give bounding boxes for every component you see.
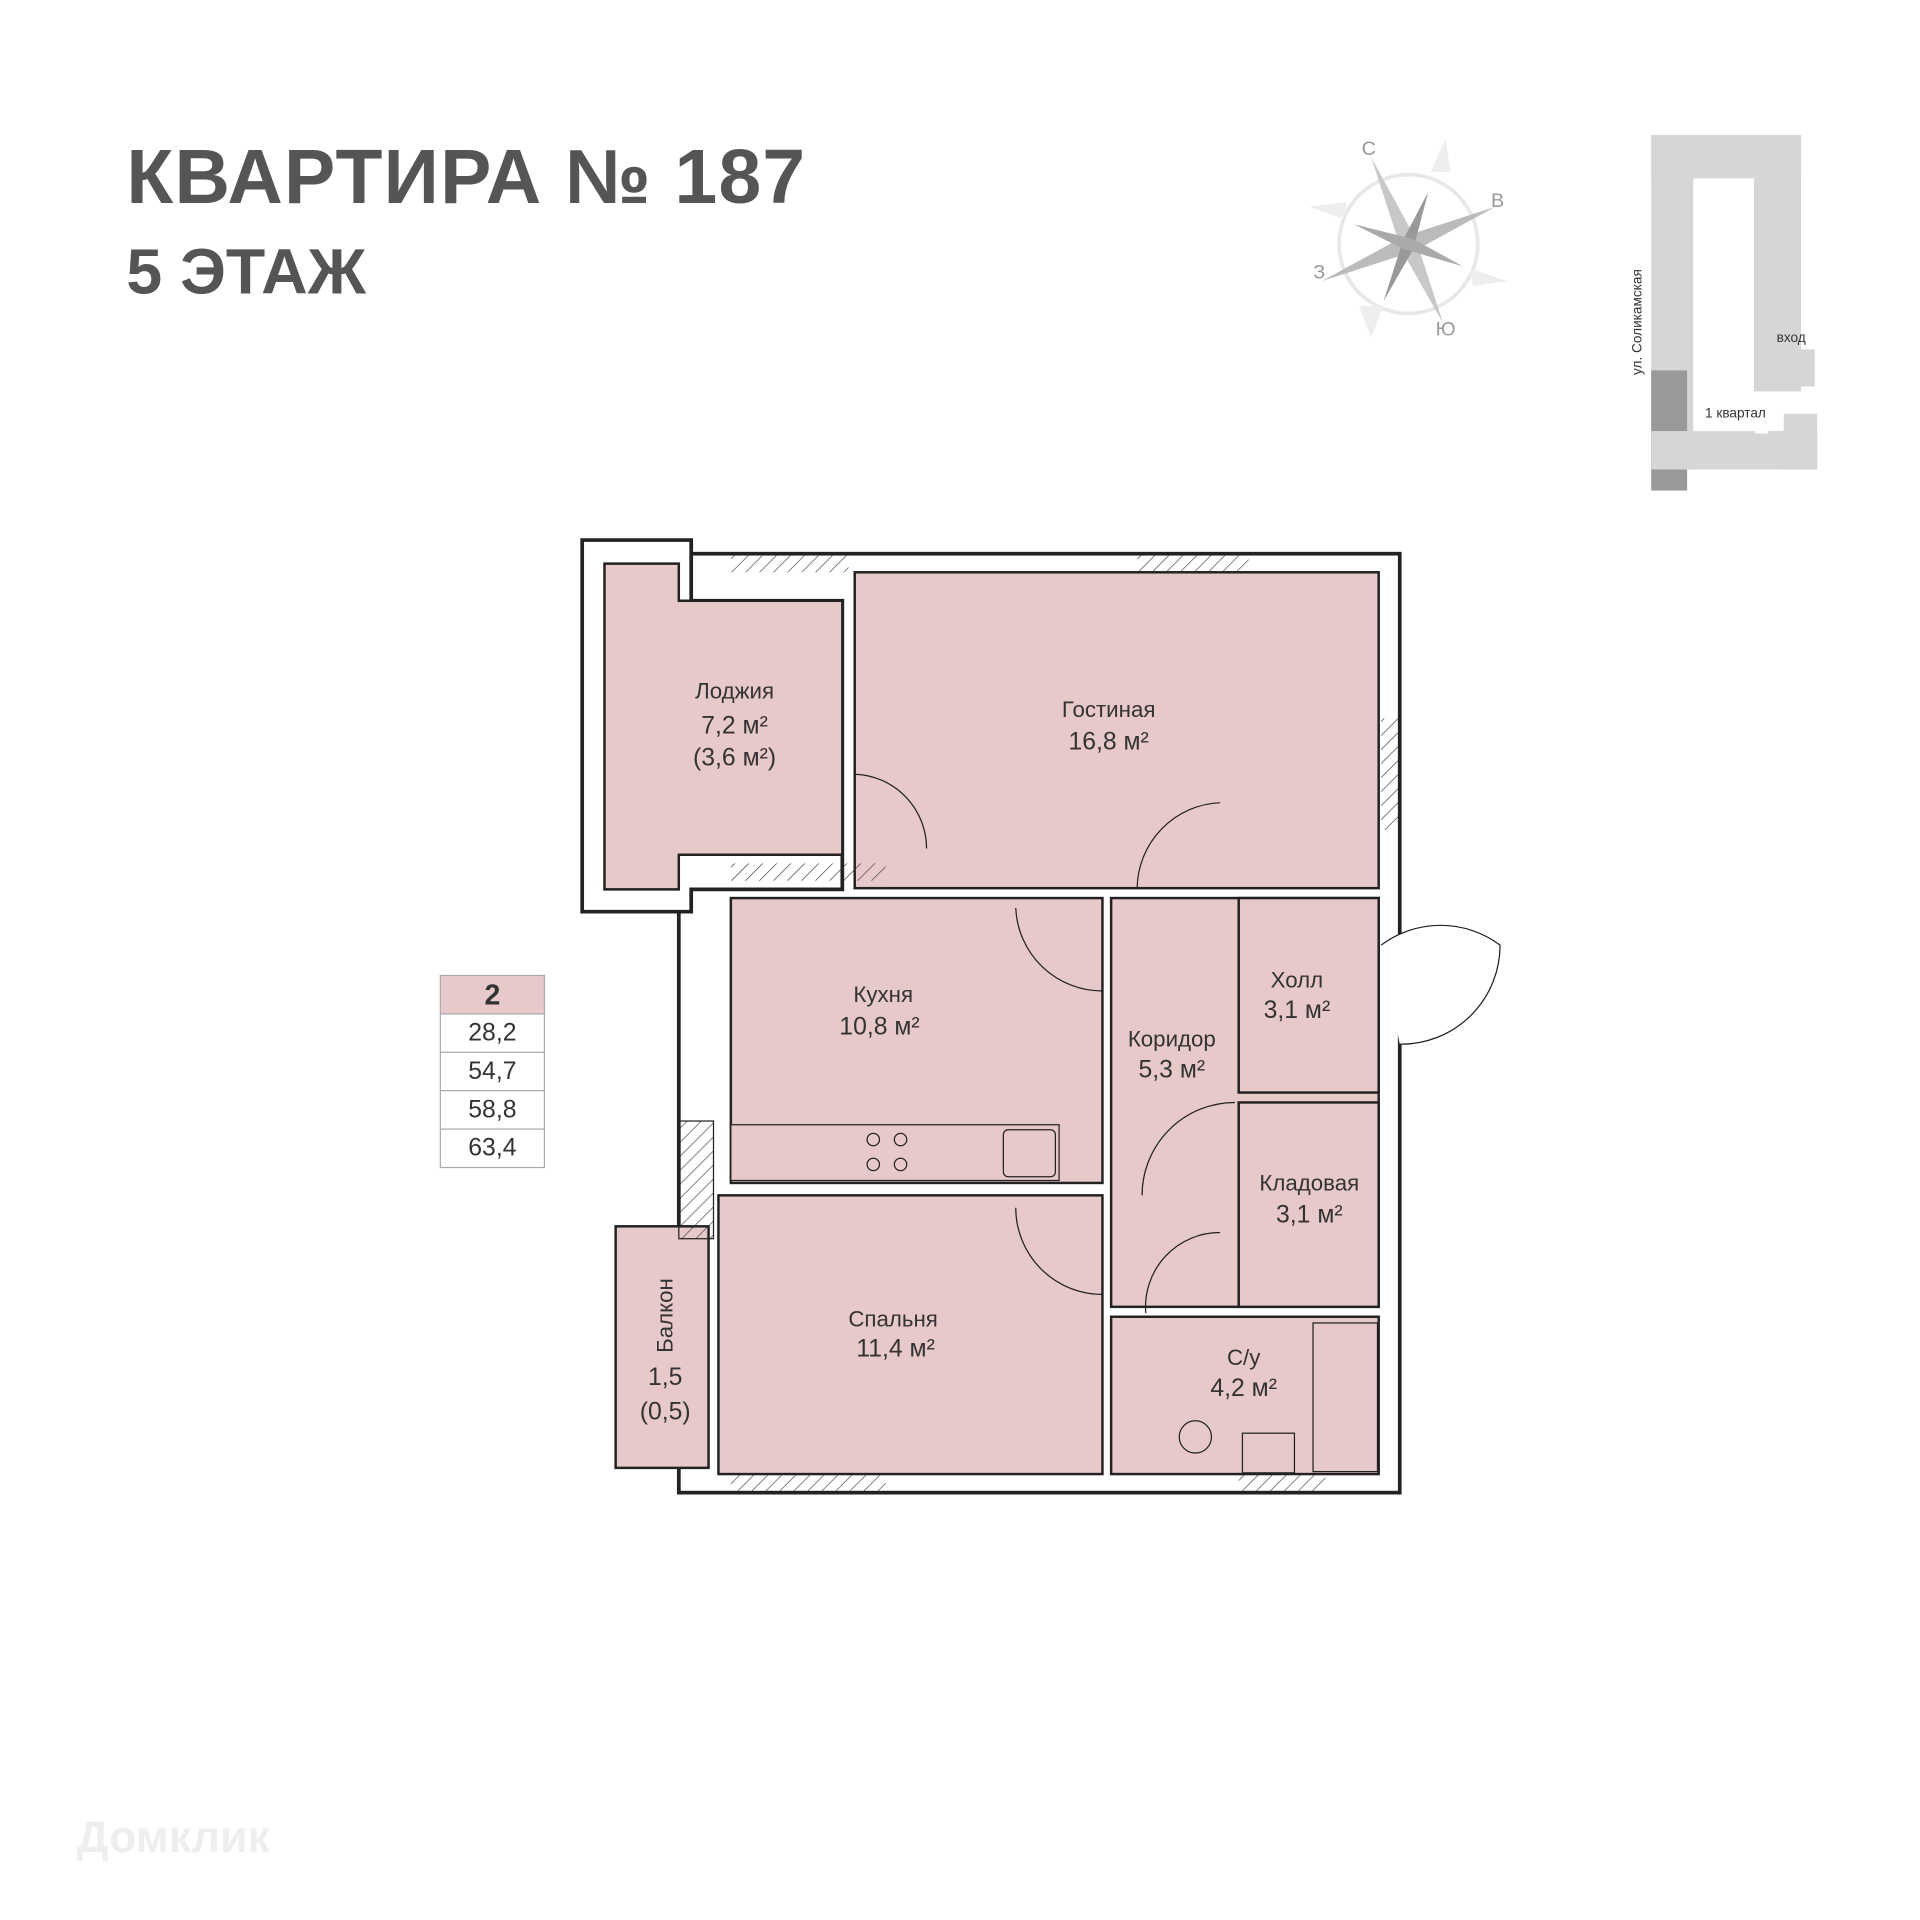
compass-south: Ю — [1436, 319, 1456, 341]
room-hall — [1237, 896, 1380, 1094]
room-bedroom — [717, 1194, 1104, 1476]
compass-east: В — [1491, 190, 1504, 212]
room-area: 10,8 м² — [839, 1013, 919, 1040]
room-area: 16,8 м² — [1068, 728, 1148, 755]
washbasin-icon — [1241, 1432, 1296, 1474]
page-title: КВАРТИРА № 187 — [126, 135, 807, 221]
room-area-reduced: (3,6 м²) — [693, 745, 776, 772]
room-name: С/у — [1227, 1345, 1261, 1370]
room-name: Кухня — [853, 982, 913, 1007]
compass-north: С — [1362, 138, 1376, 160]
area-value: 63,4 — [439, 1128, 546, 1169]
room-area: 7,2 м² — [701, 712, 768, 739]
toilet-icon — [1178, 1420, 1213, 1454]
area-value: 58,8 — [439, 1090, 546, 1130]
watermark-logo: Домклик — [77, 1811, 270, 1863]
site-plan: вход 1 квартал ул. Соликамская — [1629, 135, 1818, 491]
rooms-count: 2 — [439, 974, 546, 1015]
kitchen-counter — [730, 1124, 1060, 1182]
room-area-reduced: (0,5) — [640, 1399, 691, 1426]
floor-label: 5 ЭТАЖ — [126, 236, 366, 309]
room-balcony — [614, 1225, 710, 1470]
watermark-text: Домклик — [76, 1810, 270, 1862]
compass-west: З — [1313, 262, 1325, 284]
room-living — [853, 571, 1380, 890]
room-bathroom — [1109, 1315, 1380, 1476]
block-label: 1 квартал — [1705, 405, 1766, 420]
bathtub-icon — [1312, 1322, 1379, 1473]
sink-icon — [1002, 1129, 1057, 1178]
room-area: 3,1 м² — [1276, 1202, 1343, 1229]
room-loggia — [603, 562, 844, 891]
entrance-door[interactable] — [1380, 924, 1501, 1045]
apartment-plan — [580, 538, 1501, 1495]
room-area: 5,3 м² — [1139, 1057, 1206, 1084]
area-value: 54,7 — [439, 1051, 546, 1092]
room-storage — [1237, 1101, 1380, 1309]
room-labels: Лоджия 7,2 м² (3,6 м²) Гостиная 16,8 м² … — [640, 679, 1360, 1426]
compass-rose-icon: С В Ю З — [1309, 138, 1508, 341]
room-name: Кладовая — [1259, 1170, 1359, 1195]
entrance-label: вход — [1777, 330, 1806, 345]
building-highlight — [1651, 370, 1688, 491]
area-table: 2 28,2 54,7 58,8 63,4 — [439, 974, 546, 1169]
street-label: ул. Соликамская — [1629, 269, 1644, 375]
room-name: Холл — [1271, 967, 1324, 992]
room-area: 3,1 м² — [1264, 997, 1331, 1024]
room-name: Гостиная — [1062, 697, 1156, 722]
room-area: 11,4 м² — [856, 1335, 935, 1362]
room-name: Спальня — [848, 1307, 938, 1332]
area-value: 28,2 — [439, 1013, 546, 1053]
room-area: 4,2 м² — [1210, 1375, 1277, 1402]
room-area: 1,5 — [648, 1364, 682, 1391]
room-name: Коридор — [1128, 1027, 1216, 1052]
room-name: Балкон — [653, 1278, 678, 1353]
room-name: Лоджия — [695, 679, 774, 704]
